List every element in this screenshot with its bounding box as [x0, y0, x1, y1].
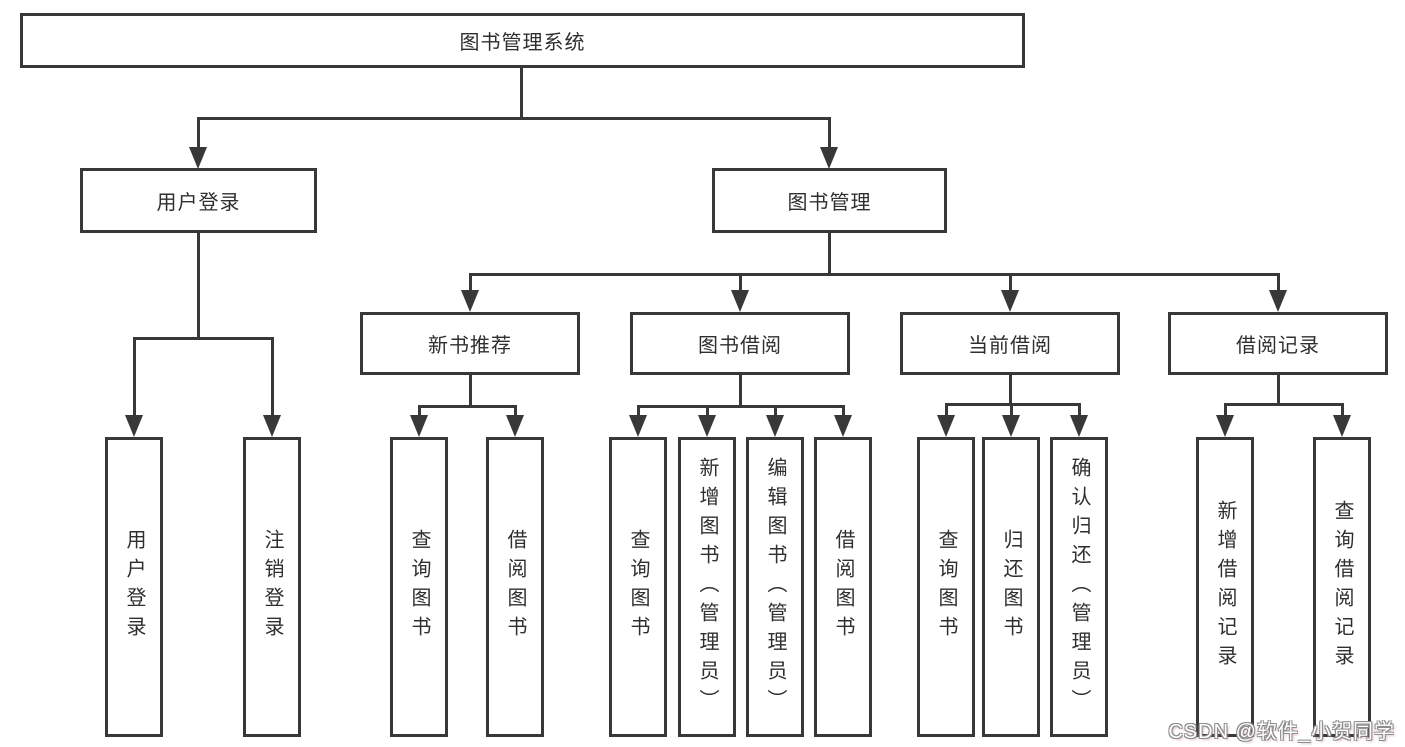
- connector-stem: [1010, 403, 1013, 417]
- node-label: 图书管理: [787, 192, 872, 214]
- connector-root-drop: [520, 66, 523, 118]
- leaf-label: 新增借阅记录: [1214, 500, 1236, 674]
- connector-current-borrow-hbar: [945, 403, 1081, 406]
- connector-new-books-drop: [469, 375, 472, 407]
- node-library-management-system: 图书管理系统: [20, 13, 1025, 68]
- connector-stem-user-login: [197, 117, 200, 149]
- node-label: 当前借阅: [968, 335, 1052, 357]
- leaf-label: 确认归还（管理员）: [1068, 456, 1090, 718]
- leaf-label: 归还图书: [1000, 529, 1022, 645]
- connector-borrow-records-drop: [1277, 375, 1280, 405]
- leaf-query-books-recommend: 查询图书: [390, 437, 448, 737]
- leaf-label: 新增图书（管理员）: [696, 456, 718, 718]
- leaf-label: 借阅图书: [832, 529, 854, 645]
- connector-current-borrow-drop: [1009, 375, 1012, 405]
- connector-stem: [774, 405, 777, 417]
- arrow-down-icon: [1002, 415, 1020, 437]
- arrow-down-icon: [1333, 415, 1351, 437]
- csdn-watermark: CSDN @软件_小贺同学: [1168, 721, 1395, 743]
- leaf-logout: 注销登录: [243, 437, 301, 737]
- connector-user-login-hbar: [133, 337, 274, 340]
- leaf-label: 查询图书: [408, 529, 430, 645]
- arrow-down-icon: [1216, 415, 1234, 437]
- arrow-down-icon: [461, 290, 479, 312]
- leaf-borrow-books-recommend: 借阅图书: [486, 437, 544, 737]
- connector-stem: [1277, 273, 1280, 292]
- connector-stem: [637, 405, 640, 417]
- connector-stem: [133, 337, 136, 417]
- arrow-down-icon: [506, 415, 524, 437]
- node-book-management: 图书管理: [712, 168, 947, 233]
- node-label: 图书借阅: [698, 335, 782, 357]
- connector-new-books-hbar: [418, 405, 517, 408]
- node-label: 借阅记录: [1236, 335, 1320, 357]
- connector-stem: [514, 405, 517, 417]
- leaf-borrow-books: 借阅图书: [814, 437, 872, 737]
- arrow-down-icon: [731, 290, 749, 312]
- node-new-book-recommend: 新书推荐: [360, 312, 580, 375]
- node-label: 图书管理系统: [459, 32, 586, 54]
- connector-stem: [1224, 403, 1227, 417]
- leaf-edit-book-admin: 编辑图书（管理员）: [746, 437, 804, 737]
- node-user-login: 用户登录: [80, 168, 317, 233]
- arrow-down-icon: [834, 415, 852, 437]
- connector-stem: [842, 405, 845, 417]
- leaf-confirm-return-admin: 确认归还（管理员）: [1050, 437, 1108, 737]
- connector-stem: [706, 405, 709, 417]
- connector-book-borrow-drop: [739, 375, 742, 407]
- connector-stem: [1009, 273, 1012, 292]
- leaf-return-books: 归还图书: [982, 437, 1040, 737]
- connector-root-hbar: [197, 117, 831, 120]
- node-label: 新书推荐: [428, 335, 512, 357]
- leaf-label: 查询图书: [935, 529, 957, 645]
- arrow-down-icon: [189, 147, 207, 169]
- leaf-label: 编辑图书（管理员）: [764, 456, 786, 718]
- connector-stem: [1341, 403, 1344, 417]
- arrow-down-icon: [937, 415, 955, 437]
- arrow-down-icon: [1269, 290, 1287, 312]
- leaf-query-borrow-record: 查询借阅记录: [1313, 437, 1371, 737]
- connector-user-login-drop: [197, 233, 200, 339]
- arrow-down-icon: [1070, 415, 1088, 437]
- connector-book-borrow-hbar: [637, 405, 845, 408]
- connector-borrow-records-hbar: [1224, 403, 1344, 406]
- arrow-down-icon: [263, 415, 281, 437]
- leaf-label: 查询借阅记录: [1331, 500, 1353, 674]
- leaf-label: 借阅图书: [504, 529, 526, 645]
- connector-stem: [1078, 403, 1081, 417]
- arrow-down-icon: [410, 415, 428, 437]
- leaf-query-books-borrow: 查询图书: [609, 437, 667, 737]
- connector-level3-hbar: [469, 273, 1280, 276]
- connector-stem: [469, 273, 472, 292]
- leaf-label: 注销登录: [261, 529, 283, 645]
- connector-stem: [418, 405, 421, 417]
- arrow-down-icon: [766, 415, 784, 437]
- connector-stem-book-management: [828, 117, 831, 149]
- arrow-down-icon: [820, 147, 838, 169]
- node-book-borrow: 图书借阅: [630, 312, 850, 375]
- leaf-user-login: 用户登录: [105, 437, 163, 737]
- node-borrow-records: 借阅记录: [1168, 312, 1388, 375]
- arrow-down-icon: [125, 415, 143, 437]
- connector-stem: [739, 273, 742, 292]
- arrow-down-icon: [698, 415, 716, 437]
- leaf-label: 用户登录: [123, 529, 145, 645]
- leaf-add-borrow-record: 新增借阅记录: [1196, 437, 1254, 737]
- leaf-add-book-admin: 新增图书（管理员）: [678, 437, 736, 737]
- connector-book-management-drop: [828, 233, 831, 275]
- connector-stem: [271, 337, 274, 417]
- arrow-down-icon: [1001, 290, 1019, 312]
- arrow-down-icon: [629, 415, 647, 437]
- connector-stem: [945, 403, 948, 417]
- node-current-borrow: 当前借阅: [900, 312, 1120, 375]
- leaf-query-books-current: 查询图书: [917, 437, 975, 737]
- leaf-label: 查询图书: [627, 529, 649, 645]
- node-label: 用户登录: [156, 192, 241, 214]
